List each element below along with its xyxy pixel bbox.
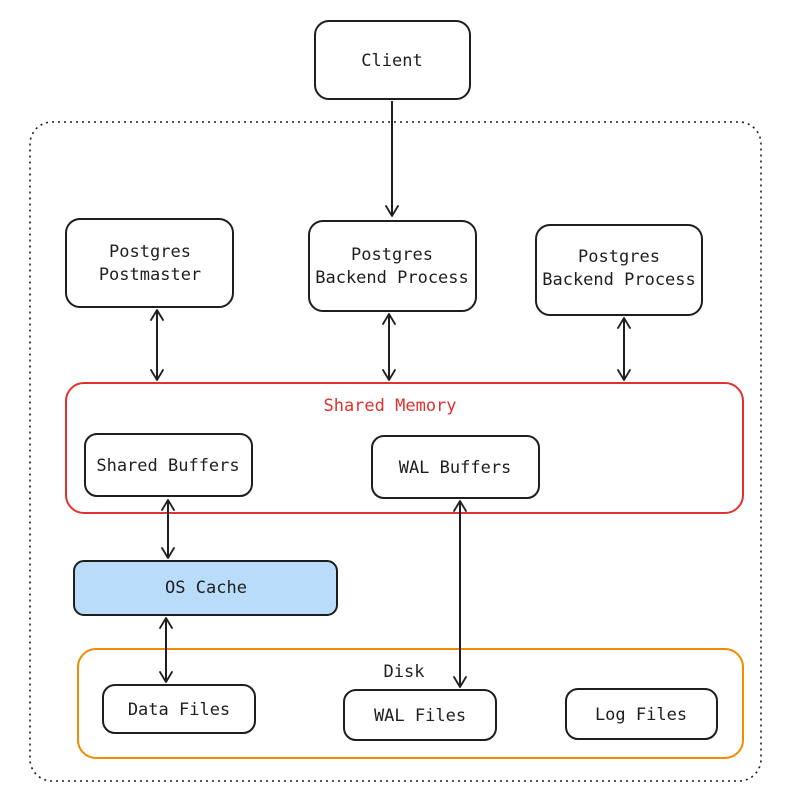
backend-process-2-label-line-2: Backend Process <box>542 270 696 290</box>
client-label: Client <box>361 51 422 71</box>
shared-memory-group: Shared Memory <box>65 382 744 514</box>
client-node[interactable]: Client <box>314 20 471 100</box>
postmaster-node[interactable]: Postgres Postmaster <box>65 218 234 308</box>
backend-process-2-label-line-1: Postgres <box>578 247 660 267</box>
wal-buffers-label: WAL Buffers <box>399 458 512 478</box>
data-files-label: Data Files <box>128 700 230 720</box>
backend-process-node-1[interactable]: Postgres Backend Process <box>308 220 477 312</box>
backend-process-1-label-line-1: Postgres <box>351 245 433 265</box>
log-files-node[interactable]: Log Files <box>565 688 718 740</box>
backend-process-node-2[interactable]: Postgres Backend Process <box>535 224 703 316</box>
wal-files-node[interactable]: WAL Files <box>343 689 497 741</box>
postmaster-label-line-2: Postmaster <box>99 265 201 285</box>
disk-label: Disk <box>384 662 425 682</box>
shared-memory-label: Shared Memory <box>323 396 456 416</box>
log-files-label: Log Files <box>595 705 687 725</box>
os-cache-label: OS Cache <box>165 578 247 598</box>
backend-process-1-label-line-2: Backend Process <box>315 268 469 288</box>
data-files-node[interactable]: Data Files <box>102 684 256 734</box>
wal-files-label: WAL Files <box>374 706 466 726</box>
shared-buffers-label: Shared Buffers <box>96 456 239 476</box>
shared-buffers-node[interactable]: Shared Buffers <box>84 433 253 497</box>
system-boundary <box>29 121 762 782</box>
wal-buffers-node[interactable]: WAL Buffers <box>371 435 540 499</box>
disk-group: Disk <box>77 648 744 759</box>
os-cache-node[interactable]: OS Cache <box>73 560 338 616</box>
postmaster-label-line-1: Postgres <box>109 242 191 262</box>
